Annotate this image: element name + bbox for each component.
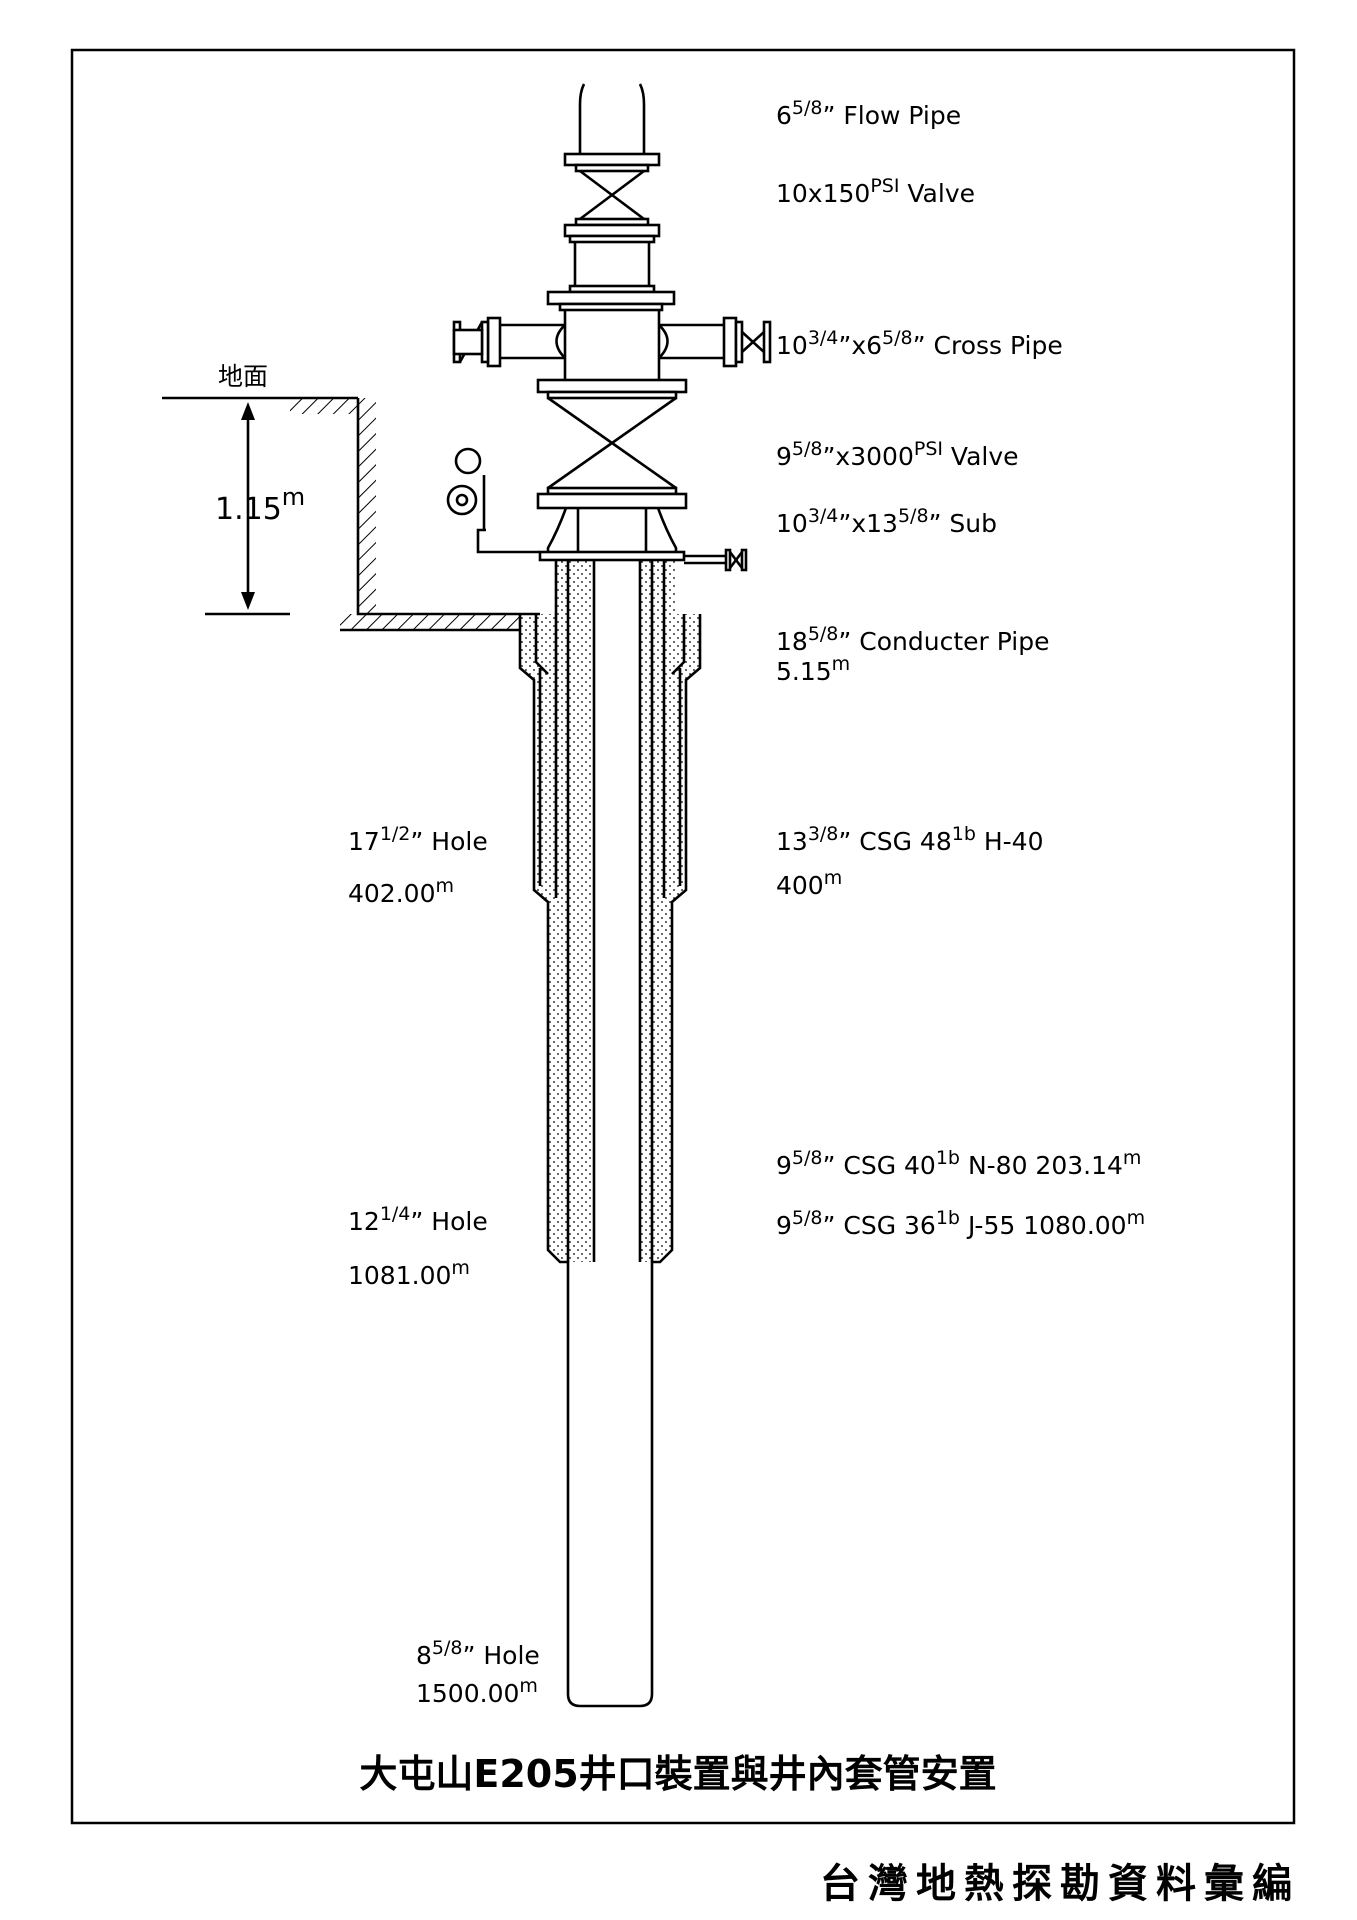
label-valve-top: 10x150PSI Valve <box>776 175 975 208</box>
label-hole-8-5-8: 85/8” Hole <box>416 1637 540 1670</box>
label-csg-9-5-8-n80: 95/8” CSG 401b N-80 203.14m <box>776 1147 1141 1180</box>
diagram-title: 大屯山E205井口裝置與井內套管安置 <box>359 1752 996 1796</box>
wellhead-assembly <box>446 83 772 572</box>
label-csg-13-3-8-depth: 400m <box>776 867 842 900</box>
casing-and-hole <box>518 558 702 1708</box>
label-hole-12-1-4-depth: 1081.00m <box>348 1257 470 1290</box>
publication-footer: 台灣地熱探勘資料彙編 <box>820 1861 1300 1907</box>
ground-label: 地面 <box>218 362 268 391</box>
label-hole-17-1-2-depth: 402.00m <box>348 875 454 908</box>
label-conductor-depth: 5.15m <box>776 653 850 686</box>
page-frame <box>70 48 1296 1825</box>
ground-depth-label: 1.15m <box>215 483 305 527</box>
conductor-cement <box>520 558 594 1262</box>
label-hole-17-1-2: 171/2” Hole <box>348 823 488 856</box>
label-hole-12-1-4: 121/4” Hole <box>348 1203 488 1236</box>
conductor-cement-right <box>640 558 700 1262</box>
label-flow-pipe: 65/8” Flow Pipe <box>776 97 961 130</box>
ground-surface <box>162 396 540 632</box>
ground-depth-dimension <box>241 402 255 610</box>
label-cross-pipe: 103/4”x65/8” Cross Pipe <box>776 327 1063 360</box>
label-csg-9-5-8-j55: 95/8” CSG 361b J-55 1080.00m <box>776 1207 1145 1240</box>
label-valve-main: 95/8”x3000PSI Valve <box>776 438 1019 471</box>
label-hole-8-5-8-depth: 1500.00m <box>416 1675 538 1708</box>
flow-pipe <box>578 83 646 154</box>
label-conductor-pipe: 185/8” Conducter Pipe <box>776 623 1049 656</box>
label-sub: 103/4”x135/8” Sub <box>776 505 997 538</box>
label-csg-13-3-8: 133/8” CSG 481b H-40 <box>776 823 1043 856</box>
